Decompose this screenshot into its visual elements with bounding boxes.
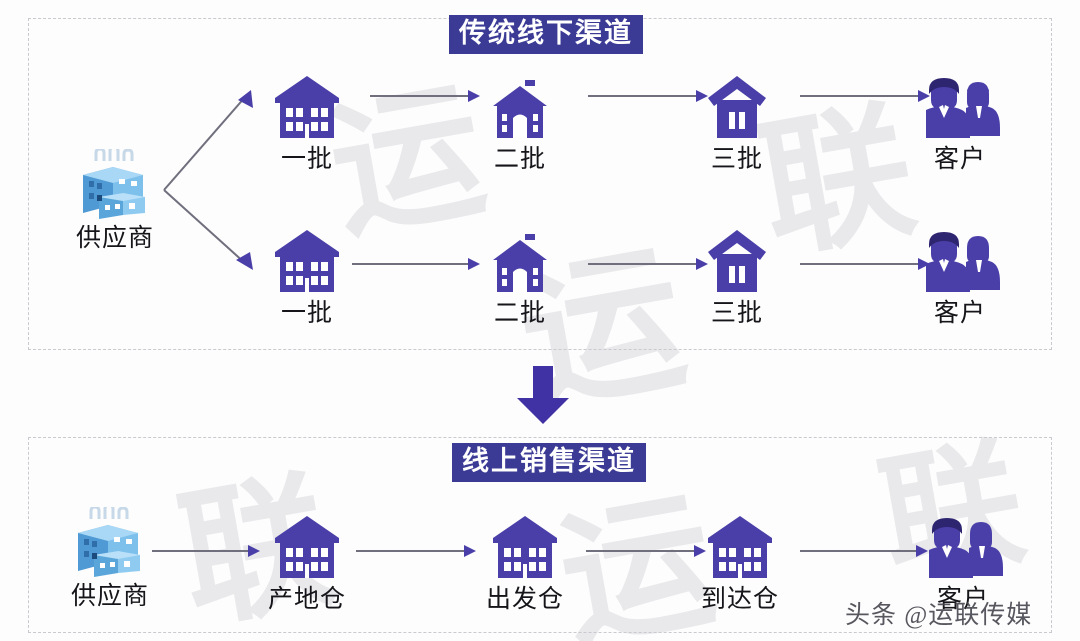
arrow-shaft (352, 263, 469, 265)
node-label: 产地仓 (267, 586, 346, 613)
node-label: 一批 (280, 146, 333, 173)
customers-icon (898, 508, 1028, 580)
node-customer-online: 客户 (898, 508, 1028, 614)
node-label: 客户 (936, 586, 989, 613)
arrow-shaft (800, 95, 919, 97)
node-wholesale-2-row1: 二批 (455, 68, 585, 174)
node-departure-warehouse: 出发仓 (460, 508, 590, 614)
arrow-head (918, 90, 930, 102)
node-wholesale-2-row2: 二批 (455, 222, 585, 328)
house-chimney-icon (455, 68, 585, 140)
node-origin-warehouse: 产地仓 (242, 508, 372, 614)
arrow-row1-3 (800, 90, 930, 102)
customers-icon (895, 222, 1025, 294)
factory-icon (50, 147, 180, 219)
node-label: 客户 (933, 300, 986, 327)
node-label: 二批 (493, 300, 546, 327)
node-wholesale-3-row1: 三批 (672, 68, 802, 174)
online-channel-banner: 线上销售渠道 (452, 443, 646, 482)
node-label: 到达仓 (700, 586, 779, 613)
node-arrival-warehouse: 到达仓 (675, 508, 805, 614)
node-supplier-online: 供应商 (45, 505, 175, 611)
warehouse-building-icon (242, 508, 372, 580)
wholesale-building-icon (242, 222, 372, 294)
arrow-row1-2 (588, 90, 708, 102)
node-label: 三批 (710, 300, 763, 327)
arrow-head (696, 258, 708, 270)
arrow-online-4 (800, 545, 928, 557)
supplier-fork-arrows (163, 90, 253, 270)
arrow-head (916, 545, 928, 557)
wholesale-building-icon (242, 68, 372, 140)
house-chimney-icon (455, 222, 585, 294)
arrow-head (468, 90, 480, 102)
node-label: 供应商 (75, 225, 154, 252)
node-label: 供应商 (70, 583, 149, 610)
warehouse-building-icon (460, 508, 590, 580)
arrow-shaft (588, 263, 697, 265)
arrow-shaft (152, 550, 249, 552)
arrow-shaft (588, 95, 697, 97)
arrow-head (464, 545, 476, 557)
node-customer-row1: 客户 (895, 68, 1025, 174)
arrow-row2-2 (588, 258, 708, 270)
arrow-online-1 (152, 545, 260, 557)
arrow-head (248, 545, 260, 557)
down-arrow-icon (517, 366, 569, 424)
corner-watermark: 头条 @运联传媒 (845, 602, 1033, 629)
arrow-head (694, 545, 706, 557)
factory-icon (45, 505, 175, 577)
arrow-shaft (586, 550, 695, 552)
customers-icon (895, 68, 1025, 140)
node-label: 出发仓 (485, 586, 564, 613)
warehouse-building-icon (675, 508, 805, 580)
arrow-online-2 (356, 545, 476, 557)
house-chevron-icon (672, 68, 802, 140)
arrow-row1-1 (370, 90, 480, 102)
node-label: 客户 (933, 146, 986, 173)
node-wholesale-1-row1: 一批 (242, 68, 372, 174)
house-chevron-icon (672, 222, 802, 294)
node-label: 二批 (493, 146, 546, 173)
arrow-head (696, 90, 708, 102)
node-label: 一批 (280, 300, 333, 327)
online-channel-panel (28, 437, 1052, 633)
arrow-head (468, 258, 480, 270)
arrow-shaft (356, 550, 465, 552)
node-label: 三批 (710, 146, 763, 173)
arrow-shaft (800, 550, 917, 552)
offline-channel-banner: 传统线下渠道 (449, 15, 643, 54)
node-supplier-offline: 供应商 (50, 147, 180, 253)
arrow-shaft (800, 263, 919, 265)
node-wholesale-1-row2: 一批 (242, 222, 372, 328)
arrow-online-3 (586, 545, 706, 557)
node-customer-row2: 客户 (895, 222, 1025, 328)
node-wholesale-3-row2: 三批 (672, 222, 802, 328)
arrow-row2-1 (352, 258, 480, 270)
arrow-shaft (370, 95, 469, 97)
